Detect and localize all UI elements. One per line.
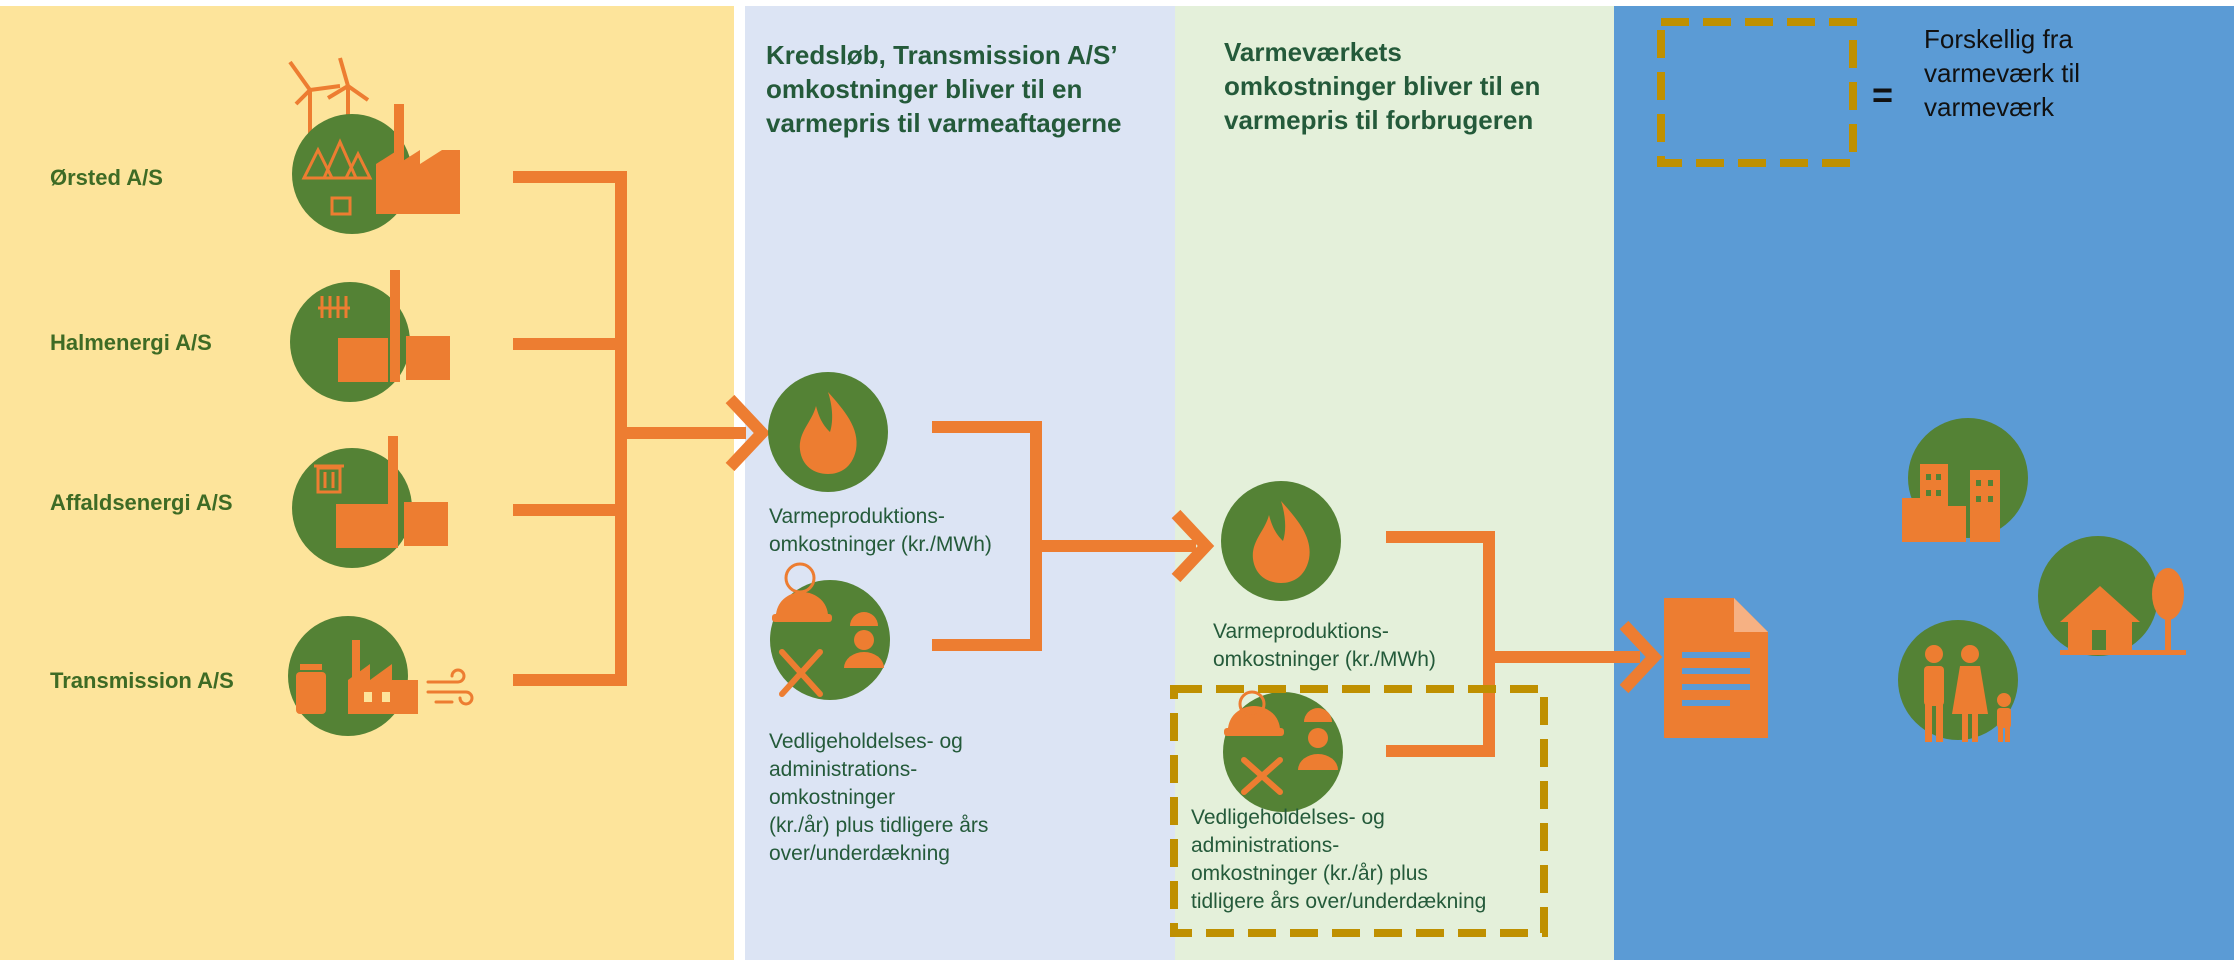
flame-icon [799, 392, 857, 474]
factory-icon [348, 640, 418, 714]
panel3-maintenance-costs-label: Vedligeholdelses- og administrations- om… [1191, 806, 1487, 913]
panel2-heading: Kredsløb, Transmission A/S’ omkostninger… [766, 40, 1122, 138]
arrow-head [1171, 509, 1215, 583]
family-icon [1924, 645, 2011, 742]
oil-barrel-icon [296, 664, 326, 714]
worker-icon [772, 562, 884, 668]
company-label-transmission: Transmission A/S [50, 668, 234, 693]
variable-cost-box [1170, 685, 1548, 937]
legend-dashed-box [1657, 18, 1857, 167]
legend-equals-sign: = [1872, 74, 1894, 115]
company-label-halmenergi: Halmenergi A/S [50, 330, 212, 355]
company-label-affaldsenergi: Affaldsenergi A/S [50, 490, 233, 515]
factory-icon [376, 104, 460, 214]
factory-icon [338, 270, 450, 382]
forest-icon [301, 138, 373, 216]
panel2-maintenance-costs-label: Vedligeholdelses- og administrations- om… [769, 730, 989, 865]
panel2-connector [932, 421, 1196, 651]
supplier-connector [513, 171, 746, 686]
panel2-production-costs-label: Varmeproduktions- omkostninger (kr./MWh) [769, 505, 992, 556]
arrow-head [1619, 620, 1663, 694]
tools-icon [779, 649, 823, 697]
invoice-document-icon [1664, 598, 1768, 738]
house-icon [2060, 568, 2186, 655]
trash-icon [314, 464, 344, 494]
flame-icon [1252, 501, 1310, 583]
legend-text: Forskellig fra varmeværk til varmeværk [1924, 24, 2081, 122]
apartment-buildings-icon [1902, 464, 2000, 542]
wind-icon [426, 668, 474, 706]
straw-icon [318, 296, 350, 318]
panel3-connector [1386, 531, 1640, 757]
panel3-heading: Varmeværkets omkostninger bliver til en … [1224, 37, 1541, 135]
panel3-production-costs-label: Varmeproduktions- omkostninger (kr./MWh) [1213, 620, 1436, 671]
factory-icon [336, 436, 448, 548]
arrow-head [725, 394, 771, 472]
tools-icon [1241, 757, 1283, 795]
worker-icon [1224, 690, 1338, 770]
company-label-orsted: Ørsted A/S [50, 165, 163, 190]
